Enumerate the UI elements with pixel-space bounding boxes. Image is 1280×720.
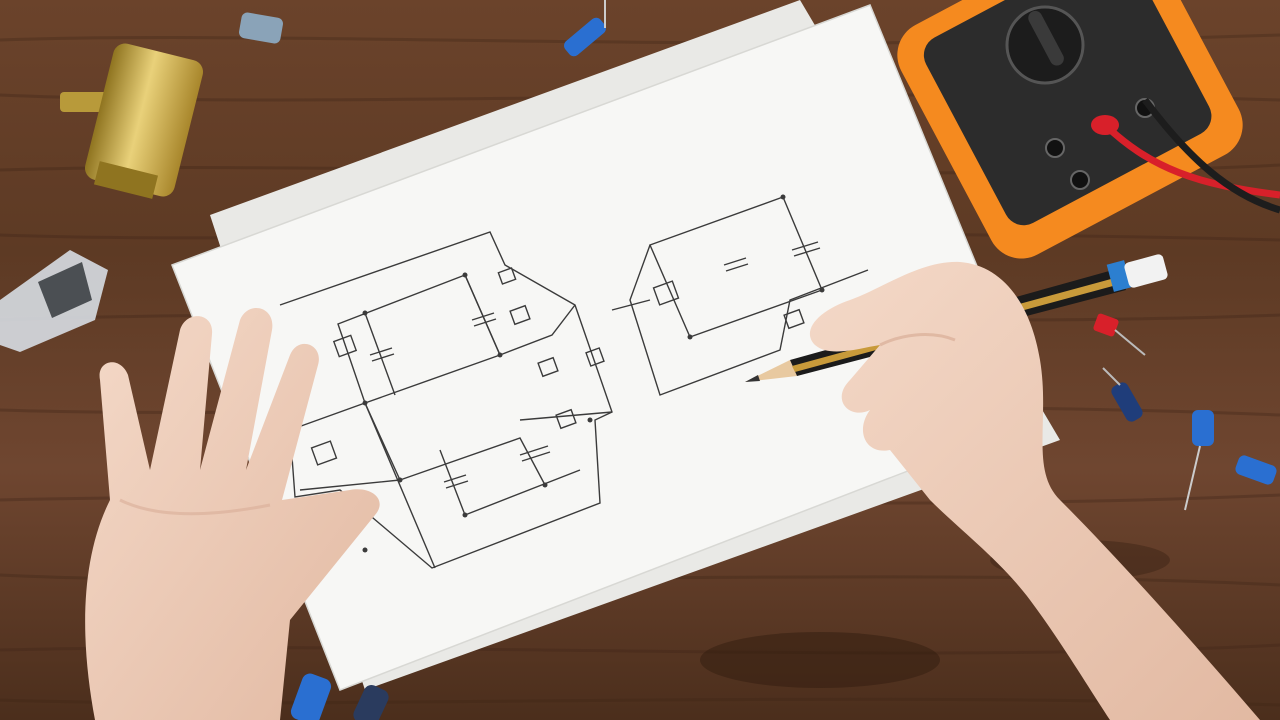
small-capacitor-top: [239, 0, 606, 57]
circuit-schematic: [279, 194, 869, 569]
capacitor-icon: [369, 312, 551, 489]
multimeter-probes: [1091, 97, 1280, 214]
scattered-components: [290, 313, 1277, 720]
crystal-component: [0, 250, 108, 352]
transistor-icon: [310, 267, 605, 466]
gold-component: [60, 43, 204, 199]
right-hand: [809, 261, 1260, 720]
capacitor-icon: [723, 241, 821, 272]
left-hand: [85, 307, 380, 720]
transistor-icon: [652, 280, 805, 330]
